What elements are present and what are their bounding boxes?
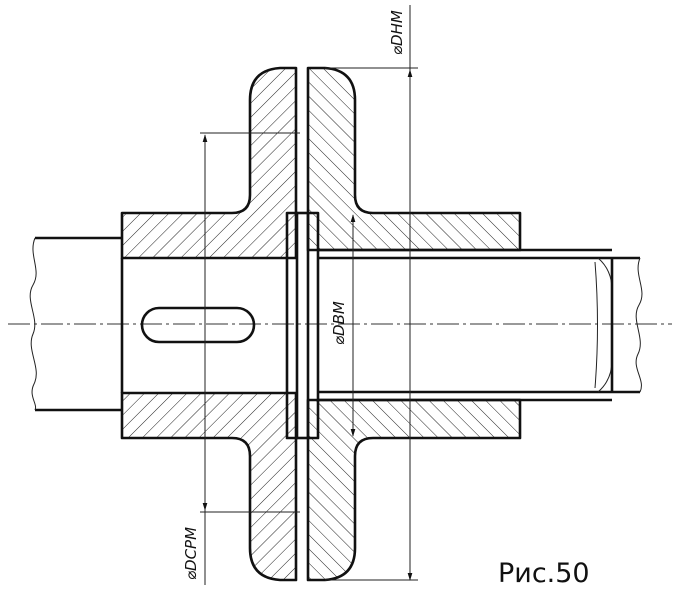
label-d-outer: ⌀DНМ [388, 10, 406, 55]
dimension-mean-diameter: ⌀DСРМ [182, 132, 300, 585]
dimension-outer-diameter: ⌀DНМ [325, 5, 418, 581]
left-half-coupling [120, 66, 298, 582]
dimension-inner-diameter: ⌀DВМ [330, 214, 356, 437]
right-half-coupling [306, 66, 522, 582]
right-shaft [318, 248, 643, 402]
label-d-mean: ⌀DСРМ [182, 527, 200, 580]
label-d-inner: ⌀DВМ [330, 301, 348, 345]
left-shaft [29, 236, 122, 412]
centering-ring [285, 211, 320, 440]
keyway-slot [140, 306, 256, 344]
figure-caption: Рис.50 [498, 558, 590, 589]
